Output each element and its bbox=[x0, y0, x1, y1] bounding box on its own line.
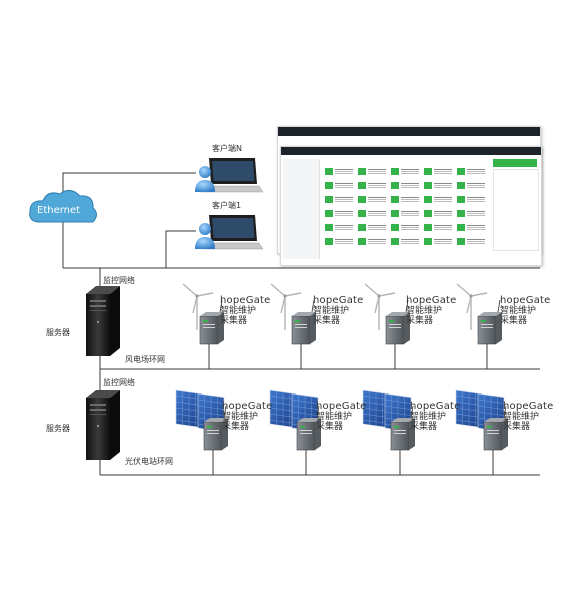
ethernet-label: Ethernet bbox=[37, 205, 81, 216]
screen-tile bbox=[424, 181, 454, 190]
wind-ring-label: 风电场环网 bbox=[125, 355, 165, 364]
client-1-label: 客户端1 bbox=[212, 201, 242, 210]
screen-tile bbox=[457, 195, 487, 204]
laptop-icon bbox=[194, 214, 264, 250]
screen-tile bbox=[358, 209, 388, 218]
screen-tile bbox=[358, 237, 388, 246]
screen-tile bbox=[325, 167, 355, 176]
network-lines bbox=[62, 172, 540, 476]
screen-tile bbox=[457, 167, 487, 176]
screen-tile bbox=[325, 237, 355, 246]
client-n-label: 客户端N bbox=[212, 144, 242, 153]
screen-tile bbox=[358, 181, 388, 190]
pv-ring-label: 光伏电站环网 bbox=[125, 457, 173, 466]
collector-device-icon bbox=[477, 299, 503, 345]
server-icon bbox=[86, 286, 120, 356]
screen-tile bbox=[391, 181, 421, 190]
screen-tile bbox=[391, 209, 421, 218]
screen-tile bbox=[424, 223, 454, 232]
server-label-2: 服务器 bbox=[46, 424, 70, 433]
screen-tile bbox=[391, 167, 421, 176]
monitoring-screen-front bbox=[280, 146, 542, 266]
screen-tile bbox=[457, 181, 487, 190]
screen-tile bbox=[325, 209, 355, 218]
server-label-1: 服务器 bbox=[46, 328, 70, 337]
screen-tile bbox=[325, 181, 355, 190]
monitor-net-label-2: 监控网络 bbox=[103, 378, 135, 387]
laptop-icon bbox=[194, 157, 264, 193]
screen-tile bbox=[358, 223, 388, 232]
cloud-icon bbox=[29, 190, 97, 223]
screen-tile bbox=[325, 223, 355, 232]
server-icon bbox=[86, 390, 120, 460]
screen-tile bbox=[391, 223, 421, 232]
screen-tile bbox=[457, 237, 487, 246]
screen-tile bbox=[424, 209, 454, 218]
screen-tile bbox=[391, 195, 421, 204]
monitor-net-label-1: 监控网络 bbox=[103, 276, 135, 285]
screen-tile bbox=[424, 237, 454, 246]
screen-tile bbox=[457, 223, 487, 232]
screen-tile bbox=[325, 195, 355, 204]
screen-tile bbox=[358, 167, 388, 176]
screen-tile bbox=[424, 195, 454, 204]
screen-tile bbox=[457, 209, 487, 218]
screen-tile bbox=[391, 237, 421, 246]
screen-tile bbox=[358, 195, 388, 204]
screen-tile bbox=[424, 167, 454, 176]
